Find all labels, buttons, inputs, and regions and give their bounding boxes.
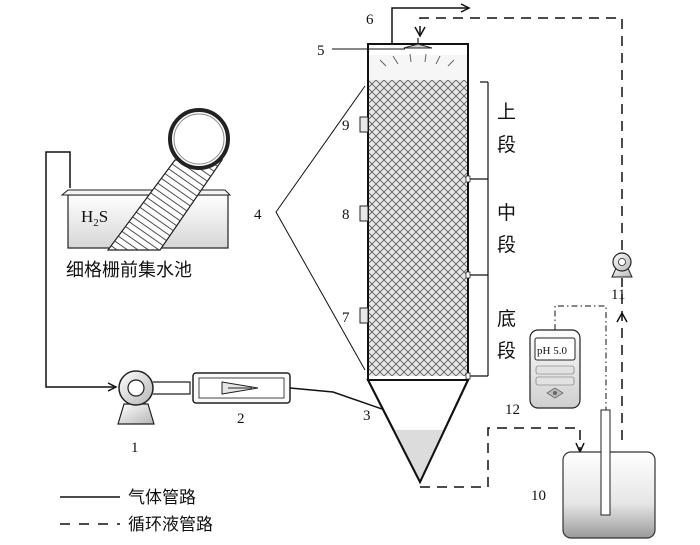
packing-pointer: [275, 85, 366, 371]
liquid-recirculation-line: [419, 17, 623, 488]
collection-sump: H2S 细格栅前集水池: [60, 108, 232, 281]
gas-pump-1: [117, 370, 191, 425]
section-upper-2: 段: [497, 134, 516, 156]
label-1: 1: [131, 440, 139, 456]
section-middle-2: 段: [497, 234, 516, 256]
packing-media: [369, 80, 467, 376]
label-5: 5: [317, 43, 325, 59]
legend: 气体管路 循环液管路: [60, 488, 213, 535]
legend-liquid-label: 循环液管路: [128, 515, 213, 535]
sampling-port-9: [359, 116, 369, 133]
label-2: 2: [237, 411, 245, 427]
label-10: 10: [531, 488, 546, 504]
section-bottom-1: 底: [497, 308, 516, 330]
legend-gas-label: 气体管路: [128, 488, 196, 508]
section-bracket: [465, 81, 489, 380]
section-bottom-2: 段: [497, 340, 516, 362]
label-6: 6: [366, 12, 374, 28]
recirculation-tank-10: [562, 409, 656, 539]
flowmeter-2: [192, 372, 291, 404]
sampling-port-7: [359, 307, 369, 324]
section-upper-1: 上: [497, 101, 516, 123]
label-8: 8: [342, 207, 350, 223]
label-12: 12: [505, 402, 520, 418]
bar-screen: [106, 159, 224, 251]
gas-line-sump-to-pump: [45, 151, 114, 388]
screen-drum: [168, 108, 230, 170]
liquid-pump-11: [611, 252, 633, 278]
sampling-port-8: [359, 205, 369, 222]
label-9: 9: [342, 118, 350, 134]
sprayer-5: [379, 38, 455, 67]
label-3: 3: [363, 408, 371, 424]
sump-name: 细格栅前集水池: [66, 260, 192, 281]
gas-outlet-line: [391, 7, 468, 44]
ph-meter-12: pH 5.0: [529, 329, 581, 409]
ph-probe-cable: [554, 305, 607, 410]
label-4: 4: [254, 207, 262, 223]
biofilter-column: [366, 43, 470, 485]
label-11: 11: [611, 287, 625, 303]
ph-probe: [600, 409, 611, 516]
section-middle-1: 中: [497, 202, 516, 224]
ph-display: pH 5.0: [537, 345, 567, 357]
sump-gas-label: H2S: [81, 207, 108, 229]
label-7: 7: [342, 310, 350, 326]
